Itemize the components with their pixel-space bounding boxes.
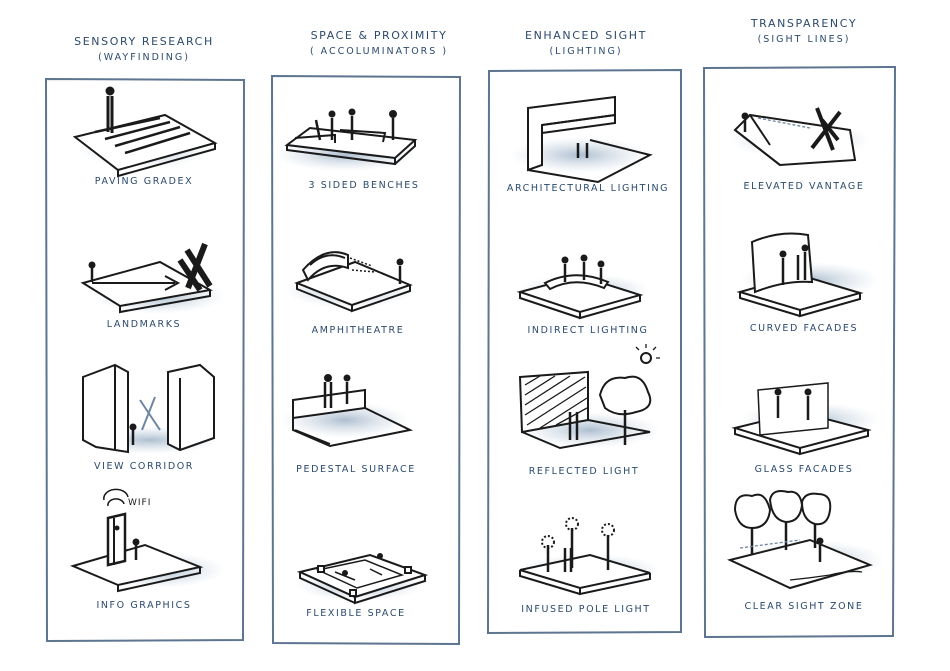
- sketch-info-graphics: [70, 488, 225, 593]
- column-subtitle: (Lighting): [549, 46, 623, 57]
- sketch-amphitheatre: [285, 251, 415, 313]
- column-frame-space: [270, 74, 462, 646]
- sketch-curved-facades: [736, 232, 880, 318]
- label-glass-facades: Glass Facades: [754, 464, 854, 475]
- sketch-glass-facades: [731, 382, 880, 456]
- sketch-flexible-space: [295, 553, 429, 605]
- sketch-landmarks: [80, 242, 225, 314]
- column-title: Space & Proximity: [310, 29, 448, 42]
- column-frame-sensory: [44, 77, 246, 643]
- column-heading-sensory: Sensory Research (Wayfinding): [44, 34, 244, 66]
- column-title: Sensory Research: [74, 35, 214, 48]
- label-clear-sight-zone: Clear Sight Zone: [744, 601, 864, 612]
- sketch-elevated-vantage: [730, 107, 870, 167]
- column-frame-transparency: [702, 65, 897, 639]
- column-heading-transparency: Transparency (Sight Lines): [704, 16, 904, 48]
- column-title: Transparency: [750, 17, 858, 30]
- sketch-reflected-light: [518, 344, 660, 450]
- label-3-sided-benches: 3 Sided Benches: [308, 180, 420, 191]
- sketch-architectural-lighting: [510, 95, 653, 184]
- sketch-paving-gradex: [72, 86, 218, 178]
- sketch-infused-pole-light: [519, 517, 660, 596]
- column-frame-sight: [486, 68, 682, 635]
- wifi-label: Wifi: [128, 498, 152, 508]
- label-flexible-space: Flexible Space: [306, 608, 406, 619]
- label-infused-pole-light: Infused Pole Light: [521, 604, 651, 615]
- label-architectural-lighting: Architectural Lighting: [506, 183, 670, 194]
- column-heading-space: Space & Proximity ( Accoluminators ): [279, 28, 479, 60]
- label-info-graphics: Info Graphics: [96, 600, 192, 611]
- label-pedestal-surface: Pedestal Surface: [296, 464, 416, 475]
- label-elevated-vantage: Elevated Vantage: [743, 181, 865, 192]
- label-reflected-light: Reflected Light: [528, 466, 640, 477]
- sketch-indirect-lighting: [516, 254, 650, 320]
- sketch-view-corridor: [80, 363, 220, 454]
- label-landmarks: Landmarks: [106, 319, 182, 330]
- column-heading-sight: Enhanced Sight (Lighting): [486, 28, 686, 60]
- label-paving-gradex: Paving Gradex: [94, 176, 194, 187]
- column-subtitle: (Wayfinding): [98, 52, 190, 63]
- column-subtitle: ( Accoluminators ): [309, 46, 449, 57]
- column-subtitle: (Sight Lines): [757, 34, 851, 45]
- label-view-corridor: View Corridor: [93, 461, 195, 472]
- column-title: Enhanced Sight: [525, 29, 647, 42]
- sketch-3-sided-benches: [275, 108, 418, 171]
- label-indirect-lighting: Indirect Lighting: [527, 325, 649, 336]
- label-curved-facades: Curved Facades: [749, 323, 859, 334]
- label-amphitheatre: Amphitheatre: [311, 325, 405, 336]
- sketch-pedestal-surface: [280, 374, 414, 448]
- sketch-clear-sight-zone: [727, 490, 885, 590]
